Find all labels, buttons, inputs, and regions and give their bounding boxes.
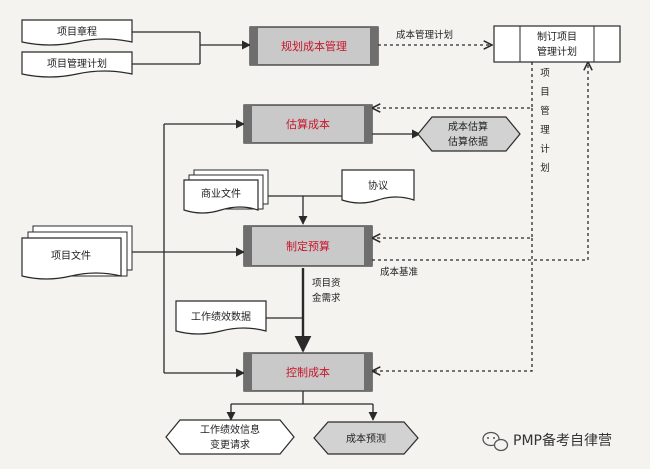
funding-line2: 金需求	[312, 292, 341, 304]
process-side-right	[370, 27, 378, 65]
doc-project-documents: 项目文件	[21, 225, 133, 280]
process-side-left	[244, 353, 252, 391]
process-side-left	[250, 27, 258, 65]
output-cost-forecast: 成本预测	[313, 421, 419, 455]
process-box	[243, 225, 373, 267]
dashed-pmplan-to-budget	[372, 108, 533, 238]
cost-forecast-label: 成本预测	[346, 432, 386, 445]
doc-shape	[341, 169, 415, 204]
work-perf-info-line1: 工作绩效信息	[200, 423, 260, 436]
pm-plan-char-0: 项	[540, 68, 550, 79]
plan-cost-label: 规划成本管理	[281, 39, 347, 53]
process-box	[493, 25, 621, 63]
cost-mgmt-plan-label: 成本管理计划	[396, 29, 453, 41]
process-develop-pm-plan: 制订项目 管理计划	[493, 25, 621, 63]
process-side-left	[244, 226, 252, 266]
control-cost-label: 控制成本	[286, 365, 330, 379]
output-shape	[165, 419, 295, 455]
watermark-text: PMP备考自律营	[513, 432, 612, 449]
watermark: PMP备考自律营	[482, 431, 612, 452]
doc-shape	[21, 237, 122, 280]
output-work-perf-info: 工作绩效信息 变更请求	[165, 419, 295, 455]
work-perf-data-label: 工作绩效数据	[191, 310, 251, 323]
output-cost-estimates: 成本估算 估算依据	[417, 116, 521, 152]
develop-pm-plan-line1: 制订项目	[537, 30, 577, 43]
doc-project-mgmt-plan: 项目管理计划	[21, 51, 133, 78]
output-shape	[417, 116, 521, 152]
process-side-right	[364, 226, 372, 266]
dashed-pmplan-to-control	[372, 238, 533, 371]
develop-pm-plan-line2: 管理计划	[537, 45, 577, 58]
cost-baseline-label: 成本基准	[380, 266, 419, 278]
estimates-line1: 成本估算	[448, 120, 488, 133]
doc-shape	[183, 179, 259, 214]
doc-shape	[21, 51, 133, 78]
process-estimate-costs: 估算成本	[243, 104, 373, 144]
funding-line1: 项目资	[312, 278, 341, 289]
output-shape	[313, 421, 419, 455]
estimate-cost-label: 估算成本	[286, 117, 330, 131]
dashed-baseline-to-pmplan	[372, 62, 588, 261]
dashed-pmplan-to-estimate	[372, 62, 533, 108]
pm-plan-char-1: 目	[540, 87, 550, 98]
estimates-line2: 估算依据	[448, 135, 488, 148]
process-side-left	[244, 105, 252, 143]
pm-plan-char-2: 管	[540, 105, 550, 117]
work-perf-info-line2: 变更请求	[210, 438, 250, 451]
business-docs-label: 商业文件	[201, 187, 241, 200]
project-docs-label: 项目文件	[51, 249, 91, 262]
process-box	[249, 26, 379, 66]
agreements-label: 协议	[368, 179, 388, 192]
pm-plan-char-5: 划	[540, 162, 550, 174]
project-mgmt-plan-label: 项目管理计划	[47, 57, 107, 70]
doc-project-charter: 项目章程	[21, 19, 133, 46]
pm-plan-vertical-label: 项 目 管 理 计 划	[540, 68, 550, 174]
process-side-right	[364, 105, 372, 143]
doc-business-documents: 商业文件	[183, 169, 269, 214]
pm-plan-char-3: 理	[540, 125, 550, 136]
doc-agreements: 协议	[341, 169, 415, 204]
process-control-costs: 控制成本	[243, 352, 373, 392]
wechat-icon	[482, 431, 509, 452]
doc-work-performance-data: 工作绩效数据	[175, 300, 267, 335]
determine-budget-label: 制定预算	[286, 239, 330, 253]
process-box	[243, 104, 373, 144]
dashed-connectors	[372, 45, 588, 371]
doc-shape	[21, 19, 133, 46]
process-determine-budget: 制定预算	[243, 225, 373, 267]
process-side-right	[364, 353, 372, 391]
connectors	[132, 31, 421, 421]
process-plan-cost-mgmt: 规划成本管理	[249, 26, 379, 66]
doc-shape	[175, 300, 267, 335]
pm-plan-char-4: 计	[540, 143, 550, 155]
project-charter-label: 项目章程	[57, 25, 97, 38]
